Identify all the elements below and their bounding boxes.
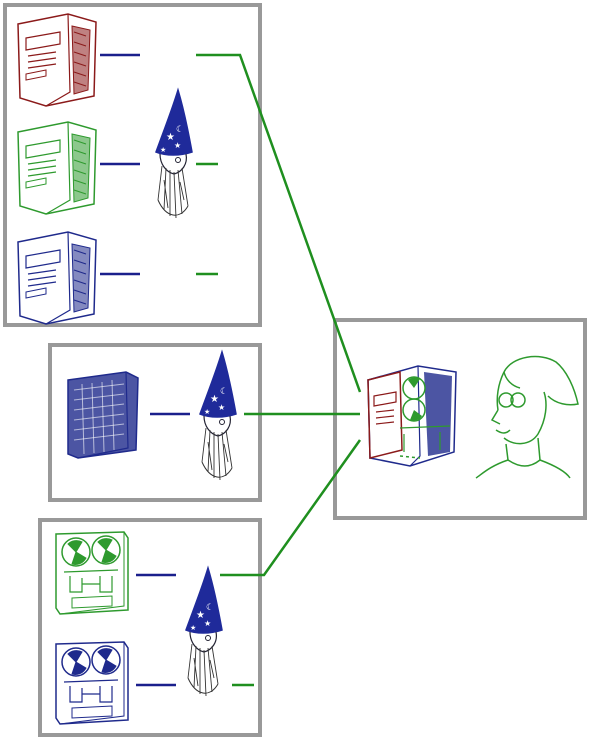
bottom-group-to-target-link [220,439,362,577]
integrated-machine-icon [367,365,457,467]
wizard-icon [155,89,193,219]
wizard-icon [199,351,237,481]
top-group-to-target-link [196,53,362,393]
blue-server-icon [17,231,97,325]
wizard-icon [185,567,223,697]
green-server-icon [17,121,97,215]
user-person-icon [475,355,579,479]
blue-building-icon [67,371,139,459]
green-tape-drive-icon [55,531,129,615]
top-group-frame [3,3,262,327]
blue-tape-drive-icon [55,641,129,725]
red-server-icon [17,13,97,107]
target-frame [333,318,587,520]
middle-group-frame [48,343,262,502]
bottom-group-frame [38,518,262,737]
